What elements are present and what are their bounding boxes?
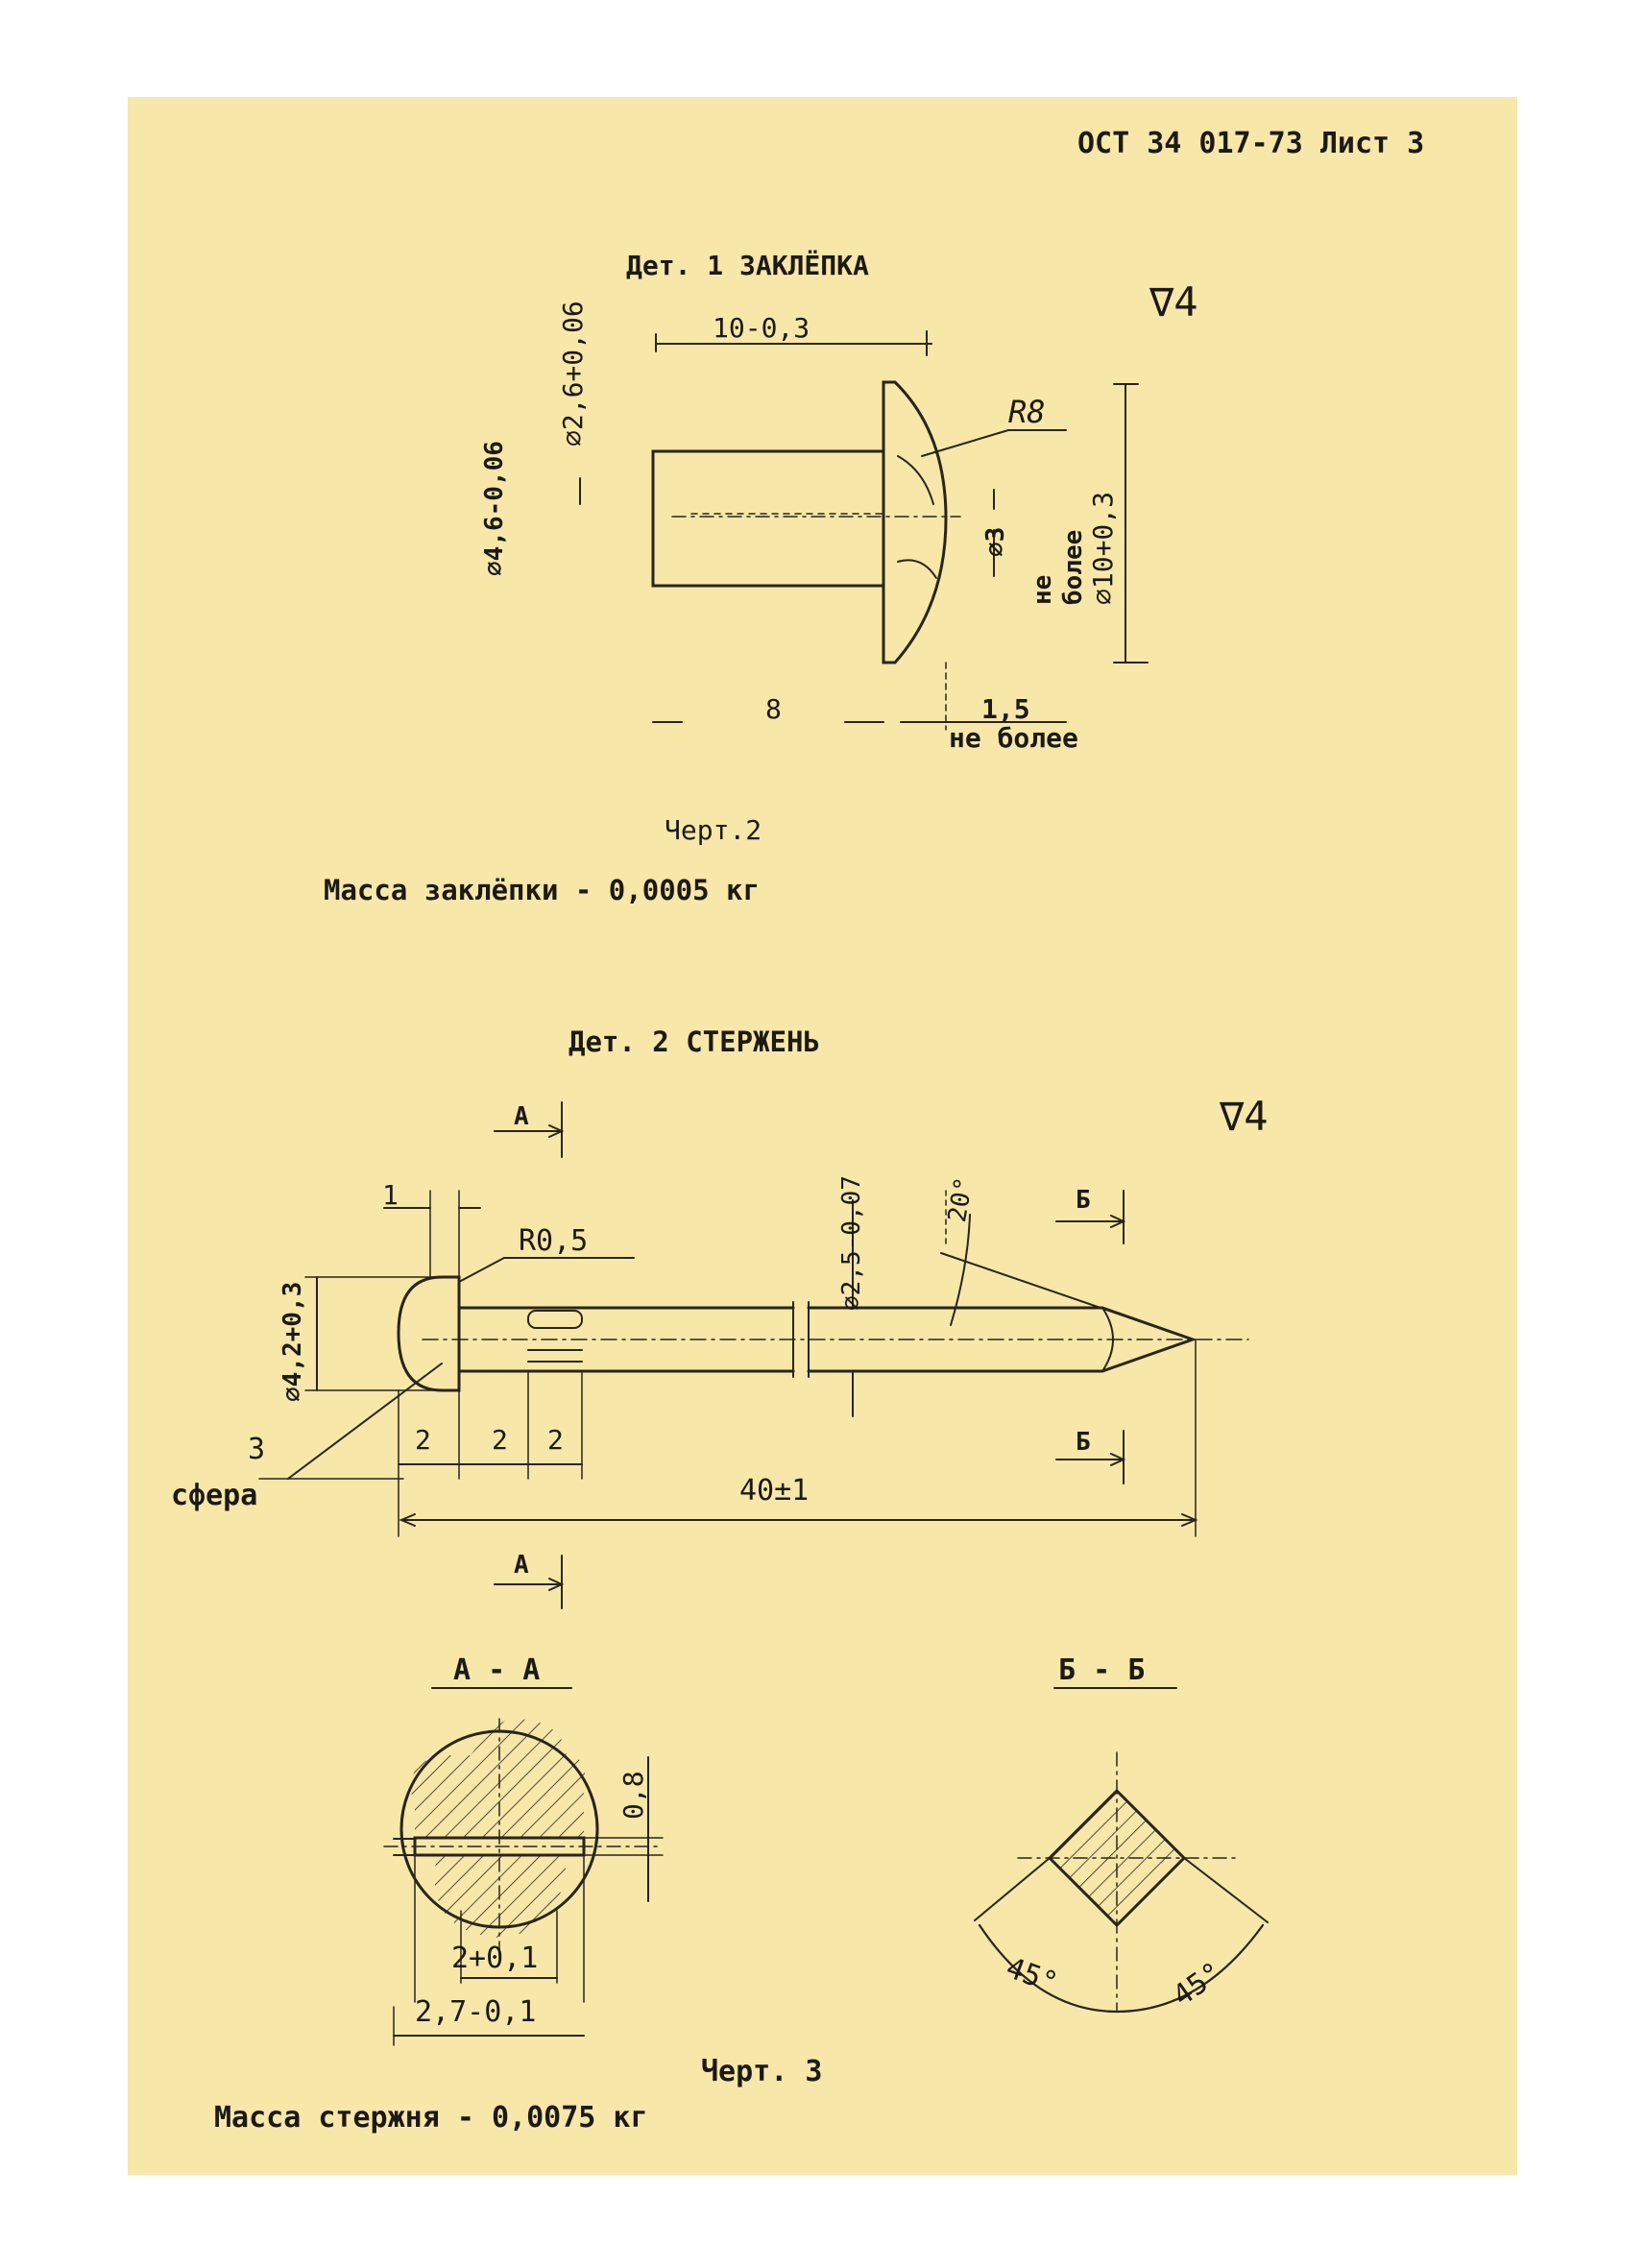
rivet-drawing: [580, 331, 1148, 730]
rod-dim-1: 1: [382, 1179, 399, 1211]
section-mark-a-top: А: [514, 1102, 529, 1131]
section-aa-title: А - А: [453, 1653, 541, 1687]
callout-sphere: сфера: [171, 1479, 258, 1512]
section-mark-a-bottom: А: [514, 1551, 529, 1580]
rivet-roughness: ∇4: [1149, 278, 1198, 326]
section-mark-b-bottom: Б: [1076, 1428, 1091, 1457]
rivet-radius-dim: R8: [1008, 394, 1046, 430]
rod-caption: Черт. 3: [701, 2055, 823, 2088]
section-aa-drawing: [384, 1688, 663, 2045]
rod-mass: Масса стержня - 0,0075 кг: [214, 2101, 648, 2135]
section-bb-drawing: [975, 1688, 1268, 2012]
section-bb-title: Б - Б: [1058, 1653, 1146, 1687]
rod-drawing: [259, 1102, 1248, 1608]
rod-seg-3: 2: [547, 1424, 564, 1456]
rod-head-dia: ⌀4,2+0,3: [278, 1281, 307, 1402]
rivet-inner-note: не более: [1028, 529, 1088, 605]
drawing-sheet: [128, 97, 1517, 2175]
section-aa-width-2: 2,7-0,1: [415, 1995, 537, 2029]
rod-total-length: 40±1: [739, 1474, 810, 1508]
rod-seg-2: 2: [492, 1424, 508, 1456]
rivet-head-len: 1,5: [981, 693, 1030, 725]
section-aa-slot: 0,8: [617, 1771, 649, 1820]
rivet-caption: Черт.2: [665, 814, 762, 846]
standard-header: ОСТ 34 017-73 Лист 3: [1077, 127, 1425, 160]
section-mark-b-top: Б: [1076, 1186, 1091, 1215]
rivet-mass: Масса заклёпки - 0,0005 кг: [324, 874, 760, 906]
rivet-length-dim: 10-0,3: [713, 312, 810, 344]
callout-number: 3: [248, 1433, 266, 1466]
rivet-head-len-note: не более: [949, 722, 1078, 754]
rod-roughness: ∇4: [1220, 1093, 1269, 1140]
rod-title: Дет. 2 СТЕРЖЕНЬ: [568, 1025, 820, 1058]
rod-dia: ⌀2,5-0,07: [837, 1175, 866, 1311]
rivet-shank-len: 8: [765, 693, 782, 725]
section-aa-width-1: 2+0,1: [451, 1942, 539, 1975]
rivet-bore-dim: ⌀2,6+0,06: [557, 301, 589, 446]
rod-seg-1: 2: [415, 1424, 431, 1456]
rivet-inner-dim: ⌀3: [981, 526, 1010, 557]
rivet-head-dim: ⌀10+0,3: [1087, 491, 1119, 605]
rivet-shank-dim: ⌀4,6-0,06: [480, 441, 509, 576]
rivet-title: Дет. 1 ЗАКЛЁПКА: [626, 250, 869, 281]
rod-radius: R0,5: [519, 1224, 589, 1258]
